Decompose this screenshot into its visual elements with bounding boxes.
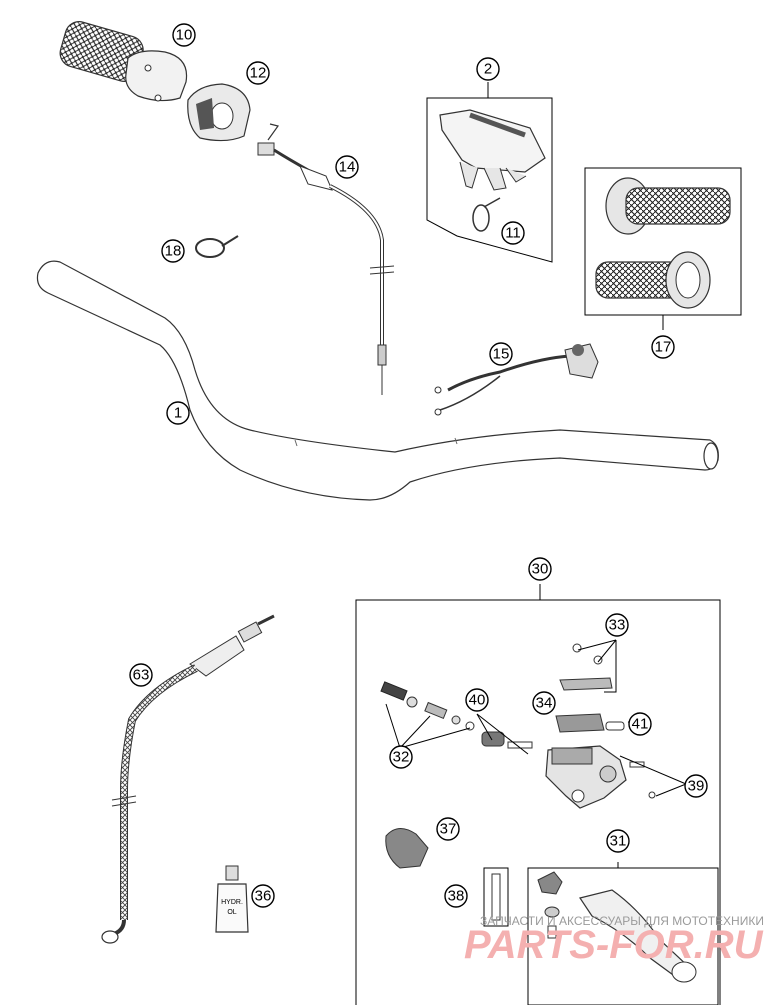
screw-part-38 bbox=[483, 867, 509, 927]
callout-31: 31 bbox=[606, 829, 630, 853]
svg-text:15: 15 bbox=[493, 346, 510, 363]
handlebar-part-1 bbox=[36, 260, 719, 501]
svg-text:2: 2 bbox=[484, 61, 492, 78]
callout-40: 40 bbox=[465, 688, 489, 712]
svg-text:11: 11 bbox=[505, 225, 521, 242]
oil-bottle-label-1: HYDR. bbox=[221, 899, 243, 906]
callout-37: 37 bbox=[436, 817, 460, 841]
callout-41: 41 bbox=[628, 712, 652, 736]
callout-18: 18 bbox=[161, 239, 185, 263]
svg-text:1: 1 bbox=[174, 405, 182, 422]
piston-kit-part-32 bbox=[380, 681, 475, 731]
clutch-master-cylinder-part-30 bbox=[355, 599, 721, 1005]
svg-text:14: 14 bbox=[339, 159, 356, 176]
svg-text:12: 12 bbox=[250, 65, 267, 82]
throttle-cable-part-14 bbox=[257, 123, 395, 395]
svg-text:38: 38 bbox=[448, 888, 465, 905]
svg-text:31: 31 bbox=[610, 833, 627, 850]
pins-part-39 bbox=[629, 761, 656, 799]
callout-1: 1 bbox=[166, 401, 190, 425]
clutch-line-part-63 bbox=[101, 614, 275, 944]
svg-text:37: 37 bbox=[440, 821, 457, 838]
callout-14: 14 bbox=[335, 155, 359, 179]
svg-text:36: 36 bbox=[255, 888, 272, 905]
svg-text:32: 32 bbox=[393, 749, 410, 766]
callout-12: 12 bbox=[246, 61, 270, 85]
handlebar-pad-part-2 bbox=[426, 97, 553, 263]
svg-text:40: 40 bbox=[469, 692, 486, 709]
callout-33: 33 bbox=[605, 613, 629, 637]
throttle-cover-part-12 bbox=[187, 83, 251, 142]
callout-36: 36 bbox=[251, 884, 275, 908]
svg-text:33: 33 bbox=[609, 617, 626, 634]
lever-guard-part-37 bbox=[385, 828, 429, 869]
kill-switch-part-15 bbox=[434, 343, 599, 416]
diaphragm-part-34 bbox=[555, 713, 605, 733]
callout-17: 17 bbox=[651, 335, 675, 359]
callout-63: 63 bbox=[129, 663, 153, 687]
callout-39: 39 bbox=[684, 774, 708, 798]
svg-text:10: 10 bbox=[176, 27, 193, 44]
pin-part-41 bbox=[605, 721, 625, 731]
callout-30: 30 bbox=[528, 557, 552, 581]
cable-strap-part-18 bbox=[195, 235, 239, 258]
callout-34: 34 bbox=[532, 691, 556, 715]
svg-text:39: 39 bbox=[688, 778, 705, 795]
callout-10: 10 bbox=[172, 23, 196, 47]
svg-text:34: 34 bbox=[536, 695, 553, 712]
watermark-logo: PARTS-FOR.RU bbox=[464, 923, 764, 967]
svg-text:41: 41 bbox=[632, 716, 649, 733]
callout-11: 11 bbox=[501, 221, 525, 245]
oil-bottle-label-2: OL bbox=[227, 909, 236, 916]
svg-text:30: 30 bbox=[532, 561, 549, 578]
reservoir-cover-part-33 bbox=[559, 643, 613, 691]
throttle-grip-part-10 bbox=[59, 21, 188, 102]
callout-2: 2 bbox=[476, 57, 500, 81]
clutch-lever-part-31 bbox=[527, 867, 719, 1005]
watermark: ЗАПЧАСТИ И АКСЕССУАРЫ ДЛЯ МОТОТЕХНИКИ PA… bbox=[464, 914, 764, 967]
svg-text:63: 63 bbox=[133, 667, 150, 684]
boot-pushrod-part-40 bbox=[481, 731, 533, 749]
watermark-tagline: ЗАПЧАСТИ И АКСЕССУАРЫ ДЛЯ МОТОТЕХНИКИ bbox=[480, 914, 764, 928]
hydraulic-oil-part-36: HYDR. OL bbox=[215, 865, 249, 933]
cable-tie-part-11 bbox=[472, 197, 501, 232]
leader-lines bbox=[385, 82, 687, 868]
callout-38: 38 bbox=[444, 884, 468, 908]
svg-text:17: 17 bbox=[655, 339, 672, 356]
svg-text:18: 18 bbox=[165, 243, 182, 260]
grip-set-part-17 bbox=[584, 167, 742, 316]
callout-15: 15 bbox=[489, 342, 513, 366]
callout-32: 32 bbox=[389, 745, 413, 769]
master-cylinder-body bbox=[545, 745, 627, 809]
